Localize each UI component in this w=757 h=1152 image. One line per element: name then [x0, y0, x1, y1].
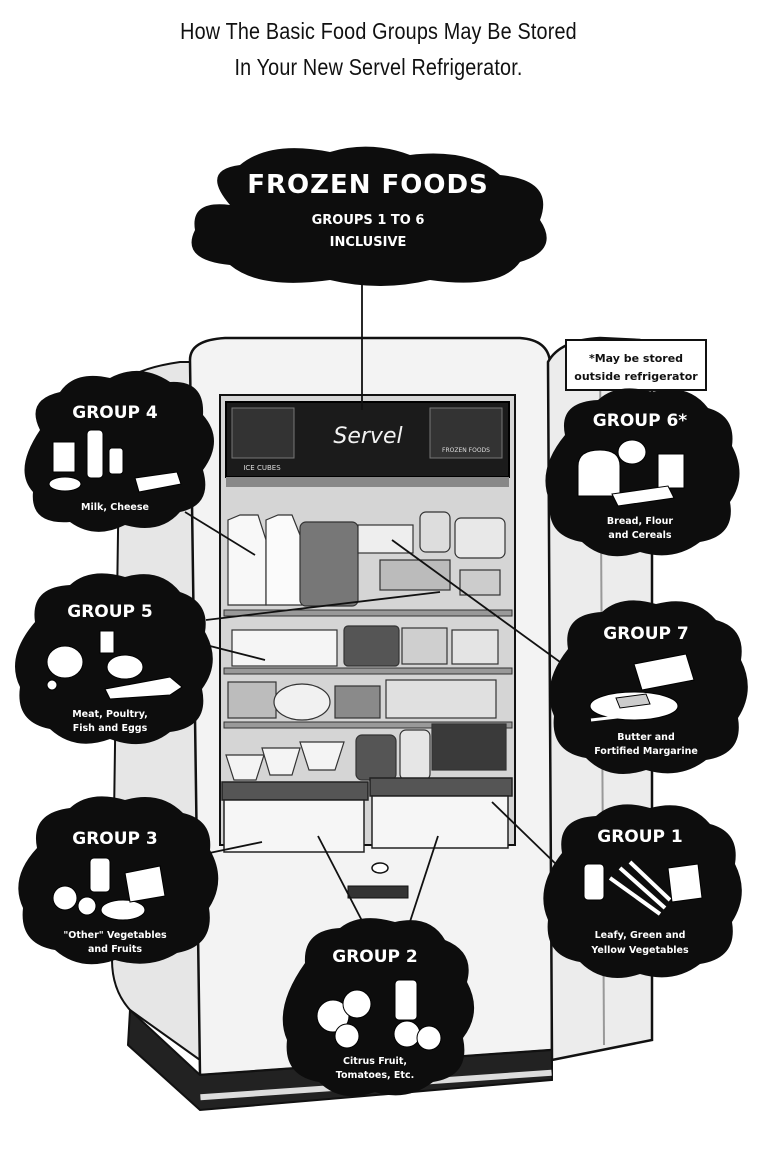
shelves	[223, 609, 513, 729]
title-line-1: How The Basic Food Groups May Be Stored	[180, 18, 577, 44]
group-7-desc-0: Butter and	[617, 732, 675, 743]
group-4-desc-0: Milk, Cheese	[81, 502, 149, 513]
group-3-title: GROUP 3	[72, 829, 158, 849]
group-7-desc-1: Fortified Margarine	[594, 746, 698, 757]
leafy-vegetables-icon	[583, 860, 703, 916]
group-2-title: GROUP 2	[332, 947, 418, 967]
group-5-cloud: GROUP 5 Meat, Poultry, Fish and Eggs	[15, 573, 213, 745]
bread-cereal-icon	[577, 439, 685, 507]
footnote-line-1: *May be stored	[589, 352, 683, 365]
meat-fish-icon	[46, 630, 183, 700]
frozen-sub1: GROUPS 1 TO 6	[312, 213, 425, 228]
brand-script: Servel	[333, 424, 402, 449]
group-4-title: GROUP 4	[72, 403, 158, 423]
footnote-line-2: outside refrigerator	[574, 370, 698, 383]
group-2-cloud: GROUP 2 Citrus Fruit, Tomatoes, Etc.	[282, 918, 475, 1097]
top-shelf-items	[227, 511, 506, 607]
frozen-foods-label: FROZEN FOODS	[442, 447, 490, 454]
group-1-desc-1: Yellow Vegetables	[590, 945, 689, 956]
latch-emblem	[371, 862, 389, 874]
group-5-title: GROUP 5	[67, 602, 153, 622]
ice-tray-right	[429, 407, 503, 459]
cabinet-base	[126, 1007, 553, 1112]
citrus-tomatoes-icon	[316, 979, 442, 1051]
refrigerator: Servel ICE CUBES FROZEN FOODS	[110, 336, 654, 1112]
group-3-desc-1: and Fruits	[88, 944, 142, 955]
milk-cheese-icon	[48, 429, 182, 493]
frozen-sub2: INCLUSIVE	[330, 235, 407, 250]
group-2-desc-0: Citrus Fruit,	[343, 1056, 407, 1067]
group-2-desc-1: Tomatoes, Etc.	[336, 1070, 414, 1081]
butter-margarine-icon	[589, 653, 695, 722]
freezer-lip	[226, 477, 509, 487]
group-1-title: GROUP 1	[597, 827, 683, 847]
group-6-desc-0: Bread, Flour	[607, 516, 674, 527]
group-1-desc-0: Leafy, Green and	[595, 930, 686, 941]
bottom-shelf-items	[225, 723, 507, 781]
group-6-title: GROUP 6*	[593, 411, 688, 431]
group-1-cloud: GROUP 1 Leafy, Green and Yellow Vegetabl…	[543, 804, 742, 978]
group-3-desc-0: "Other" Vegetables	[63, 930, 167, 941]
group-7-title: GROUP 7	[603, 624, 689, 644]
ice-tray-left	[231, 407, 295, 459]
footnote-box: *May be stored outside refrigerator	[565, 339, 707, 391]
group-6-cloud: GROUP 6* Bread, Flour and Cereals	[545, 388, 740, 557]
lower-panel	[347, 885, 409, 899]
group-5-desc-0: Meat, Poultry,	[72, 709, 148, 720]
second-shelf-items	[231, 625, 499, 667]
frozen-heading: FROZEN FOODS	[247, 170, 489, 200]
vegetables-fruits-icon	[52, 857, 166, 921]
third-shelf-items	[227, 679, 497, 721]
ice-cubes-label: ICE CUBES	[243, 464, 281, 472]
group-7-cloud: GROUP 7 Butter and Fortified Margarine	[549, 600, 748, 774]
frozen-foods-cloud: FROZEN FOODS GROUPS 1 TO 6 INCLUSIVE	[191, 146, 547, 286]
group-3-cloud: GROUP 3 "Other" Vegetables and Fruits	[18, 796, 219, 965]
title-line-2: In Your New Servel Refrigerator.	[234, 54, 523, 80]
crisper-drawers	[221, 777, 513, 853]
group-4-cloud: GROUP 4 Milk, Cheese	[24, 370, 214, 532]
group-6-desc-1: and Cereals	[608, 530, 671, 541]
group-5-desc-1: Fish and Eggs	[73, 723, 148, 734]
